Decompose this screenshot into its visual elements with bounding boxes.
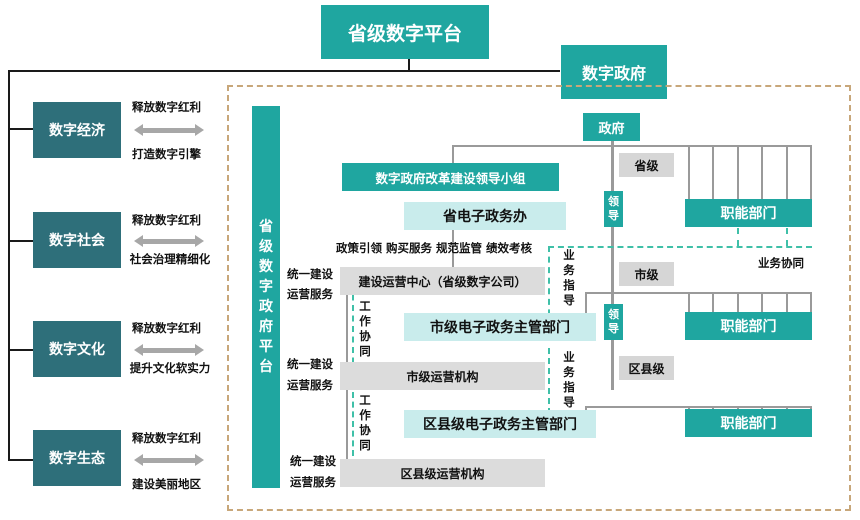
digital-culture-down-label: 提升文化软实力: [129, 361, 211, 375]
city-dept-tick-6: [810, 292, 812, 312]
service-label-2a: 统一建设: [287, 357, 333, 371]
office-to-center-line: [452, 228, 454, 268]
gov-vertical-line: [611, 140, 614, 390]
digital-economy-down-label: 打造数字引擎: [132, 147, 201, 161]
lead-label-2: 领导: [604, 304, 623, 340]
digital-economy-box: 数字经济: [33, 102, 121, 158]
county-functional-dept: 职能部门: [685, 409, 812, 437]
prov-dept-tick-3: [737, 145, 739, 200]
provincial-operation-center: 建设运营中心（省级数字公司）: [340, 267, 545, 295]
county-operation-org: 区县级运营机构: [340, 459, 545, 487]
digital-society-box: 数字社会: [33, 212, 121, 268]
biz-coop-dashed-h: [548, 246, 812, 248]
leading-group-drop: [452, 145, 454, 163]
digital-economy-double-arrow: [134, 124, 204, 136]
city-dept-tick-3: [737, 292, 739, 312]
prov-dept-tick-6: [810, 145, 812, 200]
digital-culture-box: 数字文化: [33, 321, 121, 377]
county-egov-dept: 区县级电子政务主管部门: [404, 410, 596, 438]
government-box: 政府: [583, 113, 640, 141]
biz-coop-dashed-v1: [737, 228, 739, 246]
city-level-label: 市级: [619, 262, 674, 286]
service-label-2b: 运营服务: [287, 378, 333, 392]
city-dept-tick-1: [688, 292, 690, 312]
top-vertical-line: [408, 58, 410, 71]
county-horizontal-line: [585, 406, 812, 408]
city-functional-dept: 职能部门: [685, 312, 812, 340]
digital-ecology-box: 数字生态: [33, 430, 121, 486]
service-label-1a: 统一建设: [287, 267, 333, 281]
provincial-government-platform: 省级数字政府平台: [252, 106, 280, 488]
provincial-digital-platform-title: 省级数字平台: [321, 5, 489, 59]
city-dept-tick-2: [712, 292, 714, 312]
biz-guide-label-1: 业务指导: [563, 248, 575, 307]
city-drop-line: [585, 292, 587, 314]
service-label-3b: 运营服务: [290, 475, 336, 489]
digital-ecology-up-label: 释放数字红利: [132, 431, 201, 445]
spine-tick-4: [8, 459, 33, 461]
spine-tick-2: [8, 240, 33, 242]
city-operation-org: 市级运营机构: [340, 362, 545, 390]
work-coop-label-1: 工作协同: [359, 299, 371, 358]
city-dept-tick-4: [761, 292, 763, 312]
digital-economy-up-label: 释放数字红利: [132, 100, 201, 114]
biz-coop-label: 业务协同: [758, 256, 804, 270]
province-level-label: 省级: [619, 153, 674, 177]
leading-group-box: 数字政府改革建设领导小组: [342, 163, 559, 191]
digital-government-box: 数字政府: [561, 45, 667, 99]
city-egov-dept: 市级电子政务主管部门: [404, 313, 596, 341]
lead-label-1: 领导: [604, 191, 623, 227]
government-system-frame: [227, 85, 851, 511]
prov-dept-tick-4: [761, 145, 763, 200]
spine-tick-3: [8, 349, 33, 351]
digital-society-up-label: 释放数字红利: [132, 213, 201, 227]
work-coop-label-2: 工作协同: [359, 393, 371, 452]
county-level-label: 区县级: [619, 356, 674, 380]
top-horizontal-line: [8, 70, 560, 72]
digital-society-down-label: 社会治理精细化: [129, 252, 211, 266]
policy-label: 政策引领 购买服务 规范监管 绩效考核: [336, 241, 533, 255]
prov-functional-dept: 职能部门: [685, 199, 812, 227]
prov-dept-tick-2: [712, 145, 714, 200]
city-dept-tick-5: [786, 292, 788, 312]
gov-horizontal-line: [452, 145, 812, 147]
digital-culture-double-arrow: [134, 344, 204, 356]
digital-ecology-down-label: 建设美丽地区: [132, 477, 201, 491]
biz-guide-label-2: 业务指导: [563, 350, 575, 409]
prov-dept-tick-5: [786, 145, 788, 200]
work-coop-dashed-1: [352, 284, 354, 374]
biz-guide-dashed-2: [548, 348, 550, 424]
work-coop-dashed-2: [352, 392, 354, 456]
digital-culture-up-label: 释放数字红利: [132, 321, 201, 335]
digital-ecology-double-arrow: [134, 454, 204, 466]
service-label-3a: 统一建设: [290, 454, 336, 468]
city-horizontal-line: [585, 292, 812, 294]
digital-society-double-arrow: [134, 235, 204, 247]
service-label-1b: 运营服务: [287, 287, 333, 301]
prov-dept-tick-1: [688, 145, 690, 200]
provincial-egov-office: 省电子政务办: [404, 202, 566, 230]
biz-guide-dashed-1: [548, 246, 550, 326]
biz-coop-dashed-v2: [786, 228, 788, 246]
left-spine-line: [8, 70, 10, 460]
spine-tick-1: [8, 128, 33, 130]
